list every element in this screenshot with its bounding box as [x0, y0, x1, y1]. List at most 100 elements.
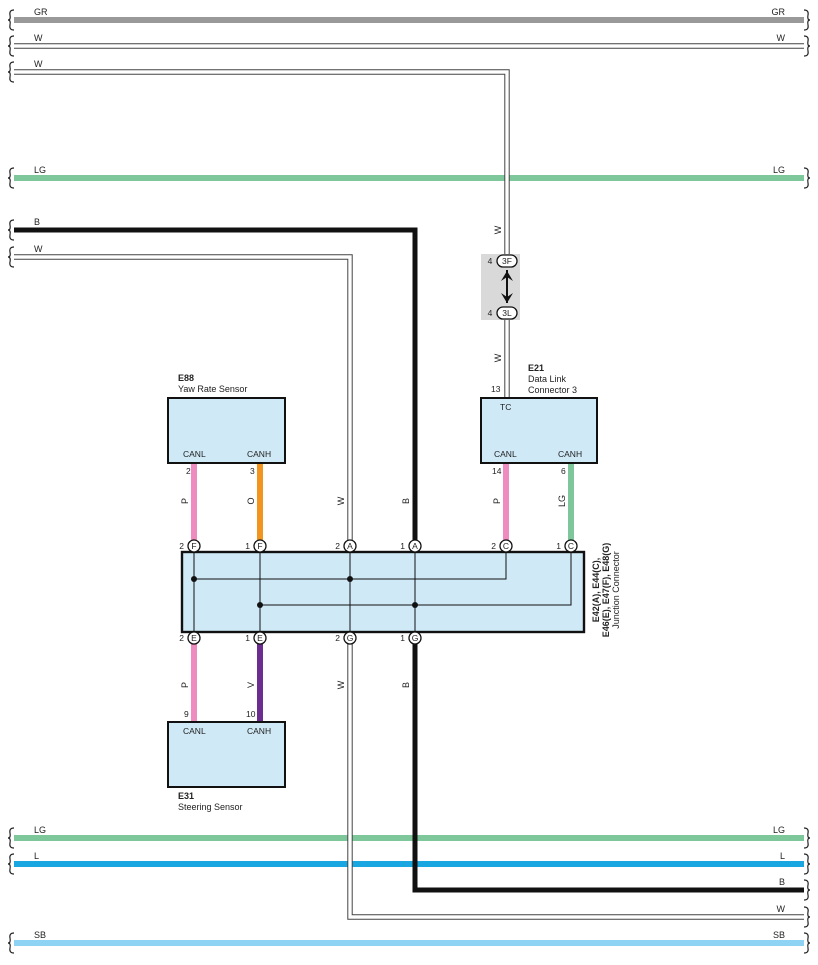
label-jc-b-top: B [401, 498, 411, 504]
wire-w-main-lower [347, 638, 804, 920]
splice-top-pin: 4 [488, 256, 493, 266]
pin-number: 1 [556, 541, 561, 551]
pin-letter: C [503, 541, 509, 551]
junction-box [180, 550, 586, 634]
junction-splice-dots [191, 576, 418, 608]
wire-break-left-icon [7, 932, 15, 954]
label-dlc-tc-lower: W [493, 353, 503, 362]
bus-label-right: GR [772, 7, 786, 17]
label-yaw-canl: P [180, 498, 190, 504]
dlc-canl-label: CANL [494, 449, 517, 459]
bus-wire-w: W [777, 904, 811, 928]
wire-break-right-icon [803, 853, 811, 875]
wire-b-main-upper [14, 227, 418, 546]
steer-sensor-box [167, 721, 286, 788]
bus-label-left: L [34, 851, 39, 861]
data-link-connector: E21 Data Link Connector 3 TC 13 CANL CAN… [480, 363, 598, 476]
bus-label-left: W [34, 244, 43, 254]
wire-b-main-lower [412, 638, 804, 893]
label-dlc-canh: LG [557, 495, 567, 507]
junction-top-pin: F1 [245, 539, 267, 553]
pin-number: 1 [400, 633, 405, 643]
pin-letter: E [191, 633, 197, 643]
wire-break-left-icon [7, 61, 15, 83]
label-dlc-canl: P [492, 498, 502, 504]
label-steer-canh: V [246, 682, 256, 688]
junction-top-pin: C1 [556, 539, 578, 553]
wire-break-right-icon [803, 906, 811, 928]
steer-sensor-name: Steering Sensor [178, 802, 243, 812]
wire-break-right-icon [803, 9, 811, 31]
junction-internal-lines [193, 552, 572, 632]
pin-number: 1 [245, 541, 250, 551]
junction-label-line1: E42(A), E44(C), [591, 558, 601, 623]
steer-canh-label: CANH [247, 726, 271, 736]
wire-break-right-icon [803, 35, 811, 57]
junction-top-pin: A2 [335, 539, 357, 553]
wire-break-left-icon [7, 246, 15, 268]
junction-label-line3: Junction Connector [611, 551, 621, 629]
dlc-tc-label: TC [500, 402, 511, 412]
yaw-sensor-box [167, 397, 286, 464]
yaw-canh-label: CANH [247, 449, 271, 459]
splice-connector: 3F 4 3L 4 [481, 254, 520, 320]
dlc-canl-pin: 14 [492, 466, 502, 476]
splice-top-id: 3F [502, 256, 512, 266]
bus-label-left: B [34, 217, 40, 227]
yaw-sensor-name: Yaw Rate Sensor [178, 384, 247, 394]
bus-label-left: GR [34, 7, 48, 17]
wire-break-right-icon [803, 827, 811, 849]
yaw-sensor-id: E88 [178, 373, 194, 383]
bus-label-left: LG [34, 165, 46, 175]
label-steer-canl: P [180, 682, 190, 688]
steer-canl-label: CANL [183, 726, 206, 736]
splice-link-arrow-icon [501, 270, 513, 303]
pin-number: 2 [335, 633, 340, 643]
routed-wires [14, 69, 804, 920]
pin-letter: A [412, 541, 418, 551]
junction-bottom-pin: G2 [335, 631, 357, 645]
splice-3l [496, 306, 518, 320]
wire-break-left-icon [7, 9, 15, 31]
yaw-canl-label: CANL [183, 449, 206, 459]
junction-top-pin: F2 [179, 539, 201, 553]
bus-wire-b: B [779, 877, 811, 901]
bus-label-right: L [780, 851, 785, 861]
bus-label-left: W [34, 59, 43, 69]
pin-number: 2 [179, 633, 184, 643]
wire-break-right-icon [803, 879, 811, 901]
bus-label-right: W [777, 33, 786, 43]
bus-wire-gr: GR GR [7, 7, 811, 31]
junction-bottom-pin: E1 [245, 631, 267, 645]
steer-canh-pin: 10 [246, 709, 256, 719]
bus-label-right: SB [773, 930, 785, 940]
dlc-id: E21 [528, 363, 544, 373]
bus-label-right: B [779, 877, 785, 887]
pin-number: 2 [335, 541, 340, 551]
steer-canl-pin: 9 [184, 709, 189, 719]
bus-label-left: W [34, 33, 43, 43]
wire-break-left-icon [7, 827, 15, 849]
yaw-rate-sensor: E88 Yaw Rate Sensor CANL CANH 2 3 [167, 373, 286, 476]
label-jc-w-top: W [336, 496, 346, 505]
pin-number: 1 [400, 541, 405, 551]
wire-break-left-icon [7, 35, 15, 57]
pin-letter: G [347, 633, 354, 643]
dlc-canh-pin: 6 [561, 466, 566, 476]
dlc-name-line2: Connector 3 [528, 385, 577, 395]
yaw-canh-pin: 3 [250, 466, 255, 476]
dlc-box [480, 397, 598, 464]
pin-letter: A [347, 541, 353, 551]
pin-letter: C [568, 541, 574, 551]
wire-color-labels: W W P O W B P LG P V W B [180, 225, 567, 689]
pin-letter: G [412, 633, 419, 643]
bus-label-right: W [777, 904, 786, 914]
junction-label-line2: E46(E), E47(F), E48(G) [601, 543, 611, 638]
bus-wire-w: W [7, 59, 43, 83]
bus-wire-b: B [7, 217, 40, 241]
